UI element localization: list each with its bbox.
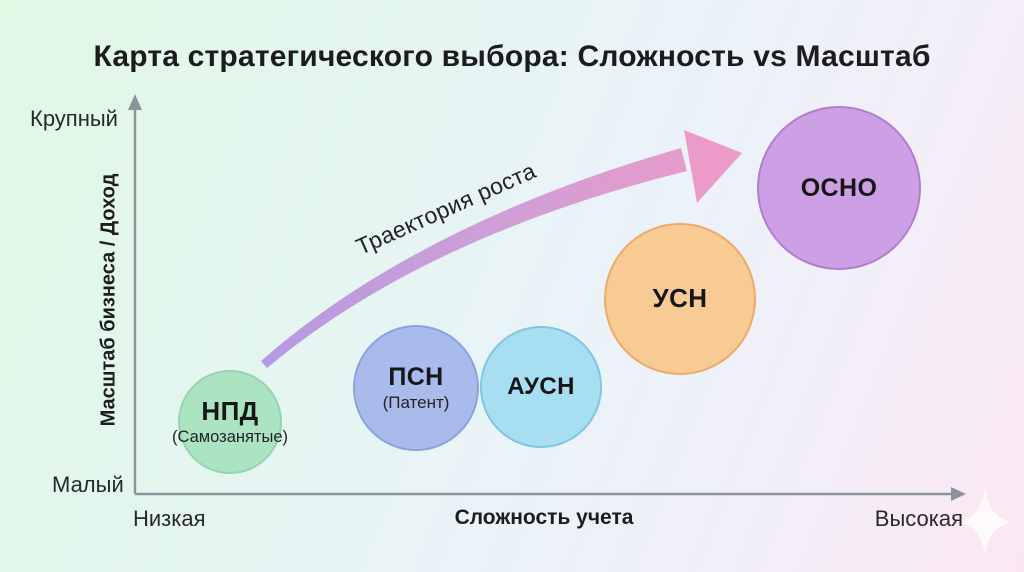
x-axis-min-label: Низкая [133, 506, 206, 531]
bubble-psn-sublabel: (Патент) [382, 393, 450, 413]
bubble-npd: НПД (Самозанятые) [172, 370, 288, 474]
bubble-osno: ОСНО [757, 106, 921, 270]
y-axis-max-label: Крупный [30, 106, 118, 131]
bubble-npd-label: НПД [201, 396, 259, 427]
y-axis-arrowhead-icon [128, 94, 142, 110]
bubble-npd-sublabel: (Самозанятые) [172, 428, 288, 447]
chart-title: Карта стратегического выбора: Сложность … [93, 40, 931, 73]
bubble-psn: ПСН (Патент) [353, 325, 479, 451]
x-axis-arrowhead-icon [951, 487, 966, 501]
sparkle-icon [960, 488, 1010, 556]
bubble-ausn: АУСН [480, 326, 602, 448]
y-axis-min-label: Малый [52, 472, 124, 497]
x-axis-title: Сложность учета [454, 506, 634, 529]
x-axis-max-label: Высокая [874, 506, 963, 531]
growth-arrow-shaft [261, 148, 687, 368]
bubble-usn: УСН [604, 223, 756, 375]
y-axis-title: Масштаб бизнеса / Доход [97, 173, 120, 427]
growth-arrow-head [684, 130, 742, 203]
bubble-ausn-label: АУСН [507, 372, 575, 400]
bubble-usn-label: УСН [652, 283, 708, 314]
bubble-psn-label: ПСН [388, 363, 444, 392]
bubble-osno-label: ОСНО [800, 174, 878, 202]
